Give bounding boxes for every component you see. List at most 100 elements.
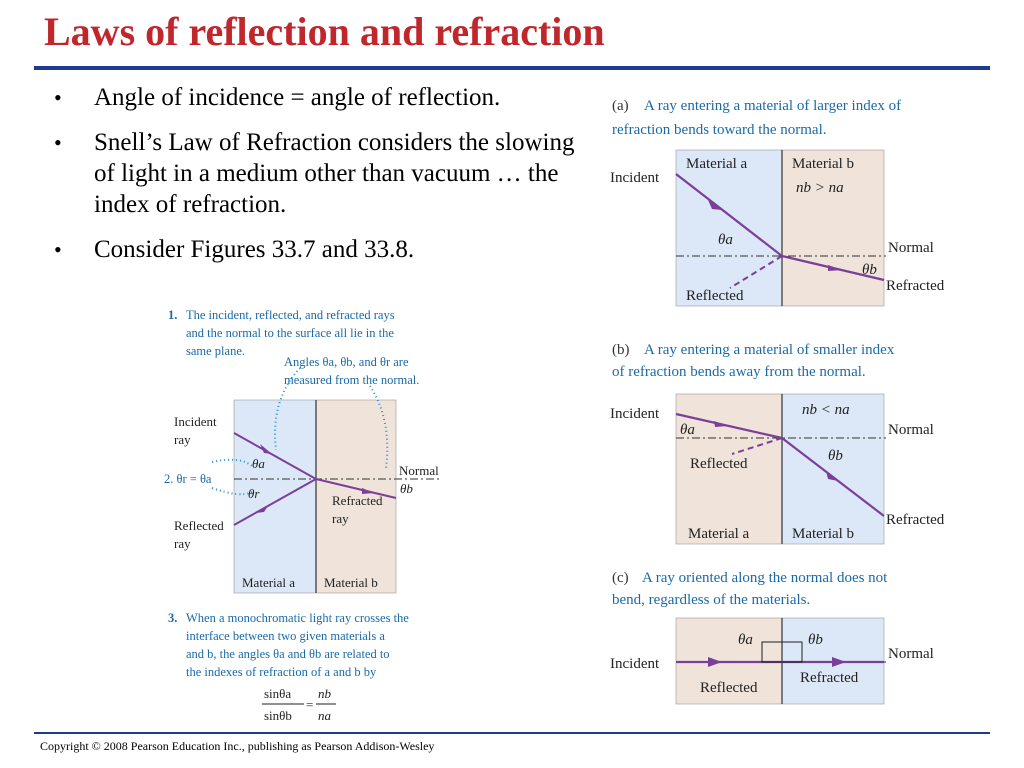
panel-a-caption: A ray entering a material of larger inde… xyxy=(644,98,901,114)
panel-a-relation: nb > na xyxy=(796,180,844,196)
theta-b-label: θb xyxy=(400,481,413,496)
bullet-item: •Snell’s Law of Refraction considers the… xyxy=(48,127,584,220)
panel-a-reflected-ray xyxy=(729,255,783,289)
bullet-dot: • xyxy=(54,130,62,155)
panel-b-reflected-label: Reflected xyxy=(690,456,748,472)
note3-line: interface between two given materials a xyxy=(186,629,385,643)
panel-a-incident-label: Incident xyxy=(610,170,660,186)
bullet-item: • Angle of incidence = angle of reflectio… xyxy=(48,82,608,113)
bullet-dot: • xyxy=(54,237,62,262)
panel-a-theta-b: θb xyxy=(862,262,877,278)
panel-a-reflected-label: Reflected xyxy=(686,288,744,304)
panel-b-normal-label: Normal xyxy=(888,422,934,438)
reflected-ray-label: ray xyxy=(174,536,191,551)
panel-a-refracted-label: Refracted xyxy=(886,278,945,294)
material-b-label: Material b xyxy=(324,575,378,590)
incident-ray xyxy=(233,432,317,480)
panel-c-theta-a: θa xyxy=(738,632,753,648)
arrowhead-icon xyxy=(260,444,272,454)
panel-a-incident-ray xyxy=(675,173,783,257)
panel-b-incident-label: Incident xyxy=(610,406,660,422)
panel-c-refracted-label: Refracted xyxy=(800,670,859,686)
bullet-text: Angle of incidence = angle of reflection… xyxy=(94,84,501,111)
note1-line: same plane. xyxy=(186,344,245,358)
panel-b-material-b-label: Material b xyxy=(792,526,854,542)
formula-text: nb xyxy=(318,686,332,701)
pointer-dotted-arrow xyxy=(369,385,389,469)
refracted-ray-label: Refracted xyxy=(332,493,383,508)
reflected-ray xyxy=(233,478,317,526)
material-b-region xyxy=(315,399,397,594)
refracted-ray xyxy=(315,478,397,499)
formula-text: sinθa xyxy=(264,686,291,701)
panel-a-caption: refraction bends toward the normal. xyxy=(612,122,827,138)
panel-c-incident-label: Incident xyxy=(610,656,660,672)
reflected-ray-label: Reflected xyxy=(174,518,224,533)
bullet-text: Consider Figures 33.7 and 33.8. xyxy=(94,236,415,263)
panel-b-caption: of refraction bends away from the normal… xyxy=(612,364,866,380)
panel-a-normal-label: Normal xyxy=(888,240,934,256)
figure-33-8: (a) A ray entering a material of larger … xyxy=(610,98,945,705)
note1-line: The incident, reflected, and refracted r… xyxy=(186,308,395,322)
pointer-dotted-arrow xyxy=(211,487,253,496)
panel-c-letter: (c) xyxy=(612,570,629,586)
footer-rule xyxy=(34,732,990,734)
arrowhead-icon xyxy=(362,488,374,494)
panel-c-right-angle-marker xyxy=(761,641,803,663)
note1-number: 1. xyxy=(168,308,177,322)
bullet-item: • Consider Figures 33.7 and 33.8. xyxy=(48,234,608,265)
material-a-label: Material a xyxy=(242,575,295,590)
panel-a-theta-a: θa xyxy=(718,232,733,248)
arrowhead-icon xyxy=(832,657,846,667)
bullet-dot: • xyxy=(54,85,62,110)
figure-33-7: 1. The incident, reflected, and refracte… xyxy=(164,308,440,723)
arrowhead-icon xyxy=(708,200,722,210)
panel-b-letter: (b) xyxy=(612,342,630,358)
pointer-dotted-arrow xyxy=(274,367,301,451)
panel-b-material-a-label: Material a xyxy=(688,526,750,542)
panel-a-material-a-label: Material a xyxy=(686,156,748,172)
note3-line: and b, the angles θa and θb are related … xyxy=(186,647,390,661)
arrowhead-icon xyxy=(826,471,838,481)
panel-b-material-b xyxy=(781,393,885,545)
arrowhead-icon xyxy=(828,265,842,271)
snell-formula: sinθa sinθb = nb na xyxy=(262,686,336,723)
pointer-dotted-arrow xyxy=(211,458,253,467)
arrowhead-icon xyxy=(714,421,728,427)
slide-title: Laws of reflection and refraction xyxy=(44,9,605,54)
panel-c-reflected-label: Reflected xyxy=(700,680,758,696)
title-rule xyxy=(34,66,990,70)
theta-a-label: θa xyxy=(252,456,265,471)
panel-a-material-a xyxy=(675,149,783,307)
panel-c-normal-label: Normal xyxy=(888,646,934,662)
panel-b-relation: nb < na xyxy=(802,402,850,418)
theta-r-label: θr xyxy=(248,486,260,501)
note3-line: When a monochromatic light ray crosses t… xyxy=(186,611,409,625)
angles-note-line: measured from the normal. xyxy=(284,373,419,387)
material-a-region xyxy=(233,399,317,594)
note3-number: 3. xyxy=(168,611,177,625)
note2-equation: 2. θr = θa xyxy=(164,472,212,486)
copyright-footer: Copyright © 2008 Pearson Education Inc.,… xyxy=(40,739,435,753)
normal-label: Normal xyxy=(399,463,439,478)
panel-a-letter: (a) xyxy=(612,98,629,114)
panel-c-caption: bend, regardless of the materials. xyxy=(612,592,810,608)
angles-note-line: Angles θa, θb, and θr are xyxy=(284,355,409,369)
formula-text: = xyxy=(306,697,313,712)
panel-b-theta-a: θa xyxy=(680,422,695,438)
arrowhead-icon xyxy=(256,506,268,513)
formula-text: sinθb xyxy=(264,708,292,723)
note3-line: the indexes of refraction of a and b by xyxy=(186,665,377,679)
panel-b-refracted-label: Refracted xyxy=(886,512,945,528)
incident-ray-label: ray xyxy=(174,432,191,447)
incident-ray-label: Incident xyxy=(174,414,217,429)
refracted-ray-label: ray xyxy=(332,511,349,526)
panel-b-incident-ray xyxy=(675,412,783,440)
panel-b-reflected-ray xyxy=(731,437,783,455)
panel-a-material-b-label: Material b xyxy=(792,156,854,172)
panel-c-caption: A ray oriented along the normal does not xyxy=(642,570,888,586)
panel-b-caption: A ray entering a material of smaller ind… xyxy=(644,342,895,358)
note1-line: and the normal to the surface all lie in… xyxy=(186,326,394,340)
panel-c-theta-b: θb xyxy=(808,632,823,648)
formula-text: na xyxy=(318,708,332,723)
